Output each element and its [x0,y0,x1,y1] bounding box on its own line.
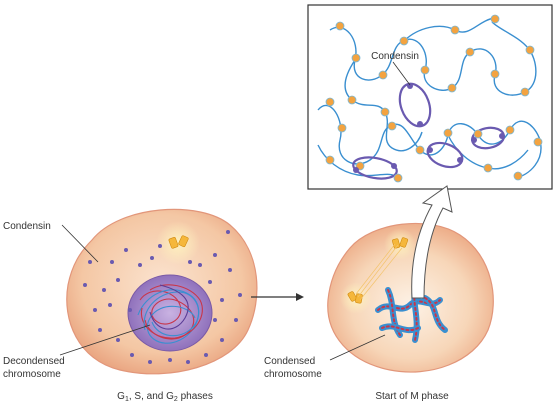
decondensed-chromosome-label-2: chromosome [3,369,61,380]
zoom-arrow [411,185,453,299]
phases-caption: G1, S, and G2 phases [117,391,213,403]
transition-arrow [251,293,304,301]
centrosome-icon [347,291,363,304]
inset-condensin-label: Condensin [371,51,419,62]
spindle-fibers [355,243,403,301]
interphase-cell [59,208,258,375]
centrosome-icon [392,237,409,249]
phases-caption-sub1: 1 [125,396,129,403]
centrosome-icon [168,235,189,249]
m-phase-caption: Start of M phase [375,391,449,402]
phases-caption-sub2: 2 [174,396,178,403]
decondensed-chromatin [137,284,203,344]
condensin-label: Condensin [3,221,51,232]
inset-condensin-heads [353,83,505,173]
condensin-dots [83,230,242,364]
phases-caption-prefix: G [117,391,125,402]
m-phase-cell [327,222,494,373]
decondensed-chromosome-label-1: Decondensed [3,356,65,367]
phases-caption-mid: , S, and G [129,391,174,402]
condensin-inset: Condensin [307,4,553,190]
condensed-chromosome-label-2: chromosome [264,369,322,380]
condensed-chromosome-label-1: Condensed [264,356,315,367]
phases-caption-suffix: phases [178,391,213,402]
